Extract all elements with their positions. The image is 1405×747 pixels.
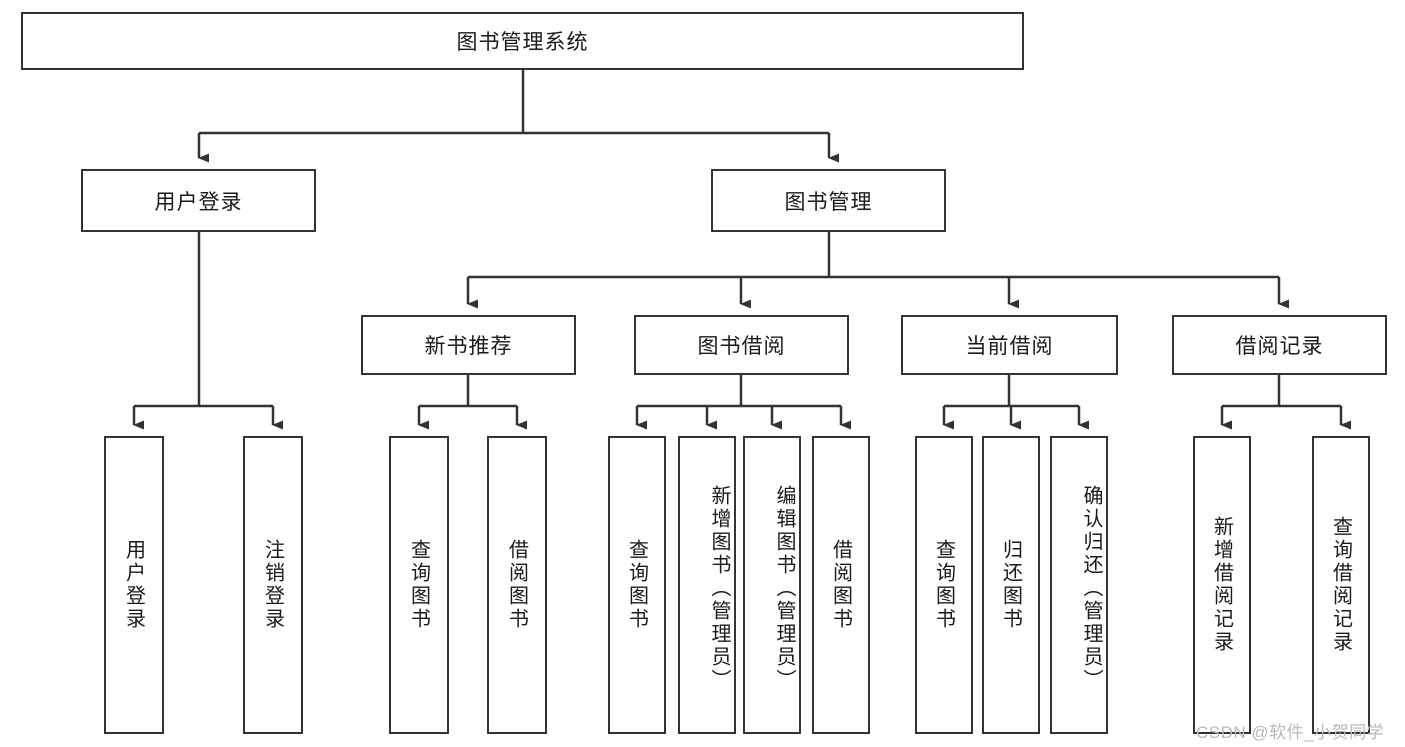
leaf-query-book-rec-label: 查询图书 <box>407 539 430 631</box>
leaf-query-book-rec[interactable]: 查询图书 <box>389 436 449 734</box>
node-borrow-record-label: 借阅记录 <box>1235 335 1324 358</box>
leaf-query-book-label: 查询图书 <box>625 539 648 631</box>
leaf-edit-book-admin-label: 编辑图书（管理员） <box>773 484 795 692</box>
leaf-query-book[interactable]: 查询图书 <box>608 436 666 734</box>
leaf-add-book-admin-label: 新增图书（管理员） <box>708 484 730 692</box>
node-new-book-rec-label: 新书推荐 <box>424 335 513 358</box>
leaf-edit-book-admin[interactable]: 编辑图书（管理员） <box>743 436 801 734</box>
leaf-return-book-label: 归还图书 <box>999 539 1022 631</box>
leaf-query-book-cur-label: 查询图书 <box>932 539 955 631</box>
node-borrow-record[interactable]: 借阅记录 <box>1172 315 1387 375</box>
node-book-borrow-label: 图书借阅 <box>697 335 786 358</box>
node-book-manage-label: 图书管理 <box>784 190 873 214</box>
node-user-login-label: 用户登录 <box>154 190 243 214</box>
leaf-borrow-book-rec-label: 借阅图书 <box>505 539 528 631</box>
leaf-query-borrow-record-label: 查询借阅记录 <box>1329 516 1352 654</box>
leaf-borrow-book-rec[interactable]: 借阅图书 <box>487 436 547 734</box>
node-new-book-rec[interactable]: 新书推荐 <box>361 315 576 375</box>
leaf-query-book-cur[interactable]: 查询图书 <box>915 436 973 734</box>
leaf-user-login-label: 用户登录 <box>122 539 145 631</box>
leaf-return-book[interactable]: 归还图书 <box>982 436 1040 734</box>
node-root[interactable]: 图书管理系统 <box>21 12 1024 70</box>
leaf-confirm-return-admin-label: 确认归还（管理员） <box>1080 484 1102 692</box>
leaf-borrow-book[interactable]: 借阅图书 <box>812 436 870 734</box>
leaf-confirm-return-admin[interactable]: 确认归还（管理员） <box>1050 436 1108 734</box>
node-current-borrow-label: 当前借阅 <box>965 335 1054 358</box>
node-current-borrow[interactable]: 当前借阅 <box>901 315 1118 375</box>
leaf-user-logout[interactable]: 注销登录 <box>243 436 303 734</box>
node-root-label: 图书管理系统 <box>456 31 589 54</box>
leaf-add-borrow-record-label: 新增借阅记录 <box>1210 516 1233 654</box>
node-book-borrow[interactable]: 图书借阅 <box>634 315 849 375</box>
watermark-text: CSDN @软件_小贺同学 <box>1196 723 1385 742</box>
leaf-user-logout-label: 注销登录 <box>261 539 284 631</box>
leaf-add-book-admin[interactable]: 新增图书（管理员） <box>678 436 736 734</box>
leaf-add-borrow-record[interactable]: 新增借阅记录 <box>1193 436 1251 734</box>
leaf-query-borrow-record[interactable]: 查询借阅记录 <box>1312 436 1370 734</box>
leaf-borrow-book-label: 借阅图书 <box>829 539 852 631</box>
node-user-login[interactable]: 用户登录 <box>81 169 316 232</box>
leaf-user-login[interactable]: 用户登录 <box>104 436 164 734</box>
node-book-manage[interactable]: 图书管理 <box>711 169 946 232</box>
